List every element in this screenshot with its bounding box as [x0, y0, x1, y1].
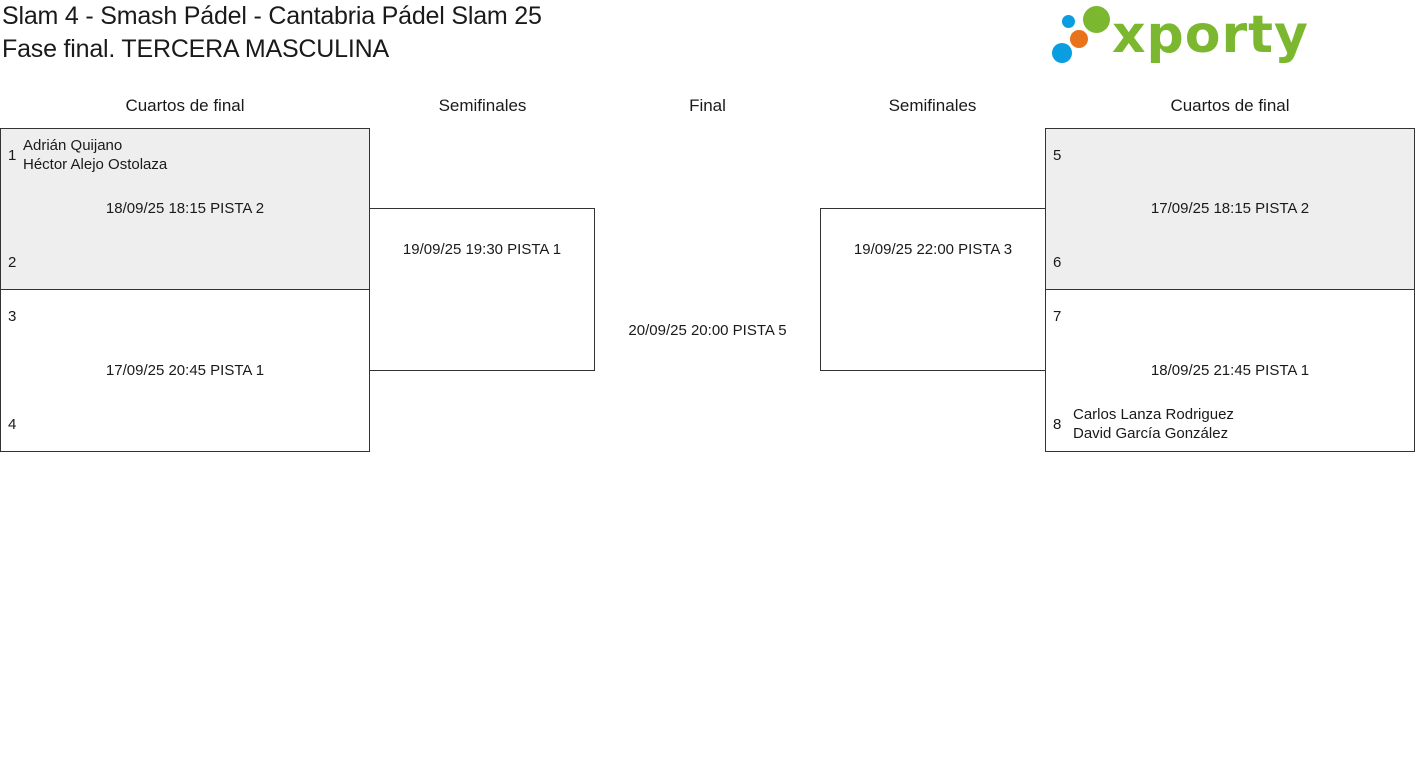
final-match-schedule[interactable]: 20/09/25 20:00 PISTA 5	[628, 322, 787, 339]
match-schedule: 18/09/25 18:15 PISTA 2	[105, 200, 265, 217]
seed-number: 6	[1053, 254, 1062, 271]
player-name: Carlos Lanza Rodriguez	[1073, 406, 1234, 423]
match-right-quarter-2[interactable]: 7 18/09/25 21:45 PISTA 1 8 Carlos Lanza …	[1045, 289, 1415, 452]
player-name: Héctor Alejo Ostolaza	[23, 156, 168, 173]
column-header-right-semis: Semifinales	[888, 96, 977, 115]
column-header-left-quarters: Cuartos de final	[125, 96, 245, 115]
match-left-quarter-1[interactable]: 1 Adrián Quijano Héctor Alejo Ostolaza 1…	[0, 128, 370, 290]
match-schedule: 17/09/25 20:45 PISTA 1	[105, 362, 265, 379]
logo-text: xporty	[1112, 5, 1309, 65]
match-right-quarter-1[interactable]: 5 17/09/25 18:15 PISTA 2 6	[1045, 128, 1415, 290]
page-subtitle: Fase final. TERCERA MASCULINA	[2, 35, 389, 63]
match-schedule: 19/09/25 19:30 PISTA 1	[402, 241, 562, 258]
seed-number: 5	[1053, 147, 1062, 164]
seed-number: 7	[1053, 308, 1062, 325]
bracket-page: Slam 4 - Smash Pádel - Cantabria Pádel S…	[0, 2, 1415, 452]
logo-dot-blue	[1062, 15, 1075, 28]
match-left-semi[interactable]: 19/09/25 19:30 PISTA 1	[369, 208, 595, 371]
logo-dot-orange	[1070, 30, 1088, 48]
column-header-final: Final	[689, 96, 726, 115]
column-header-left-semis: Semifinales	[438, 96, 527, 115]
match-schedule: 19/09/25 22:00 PISTA 3	[853, 241, 1013, 258]
seed-number: 3	[8, 308, 17, 325]
match-schedule: 18/09/25 21:45 PISTA 1	[1150, 362, 1310, 379]
player-name: Adrián Quijano	[23, 137, 123, 154]
column-header-right-quarters: Cuartos de final	[1170, 96, 1290, 115]
player-name: David García González	[1073, 425, 1229, 442]
page-title: Slam 4 - Smash Pádel - Cantabria Pádel S…	[2, 2, 542, 30]
xporty-logo[interactable]: xporty	[1050, 3, 1308, 67]
logo-dot-blue-large	[1052, 43, 1072, 63]
match-right-semi[interactable]: 19/09/25 22:00 PISTA 3	[820, 208, 1046, 371]
seed-number: 1	[8, 147, 17, 164]
seed-number: 8	[1053, 416, 1062, 433]
logo-dot-green	[1083, 6, 1110, 33]
seed-number: 4	[8, 416, 17, 433]
match-schedule: 17/09/25 18:15 PISTA 2	[1150, 200, 1310, 217]
seed-number: 2	[8, 254, 17, 271]
match-left-quarter-2[interactable]: 3 17/09/25 20:45 PISTA 1 4	[0, 289, 370, 452]
